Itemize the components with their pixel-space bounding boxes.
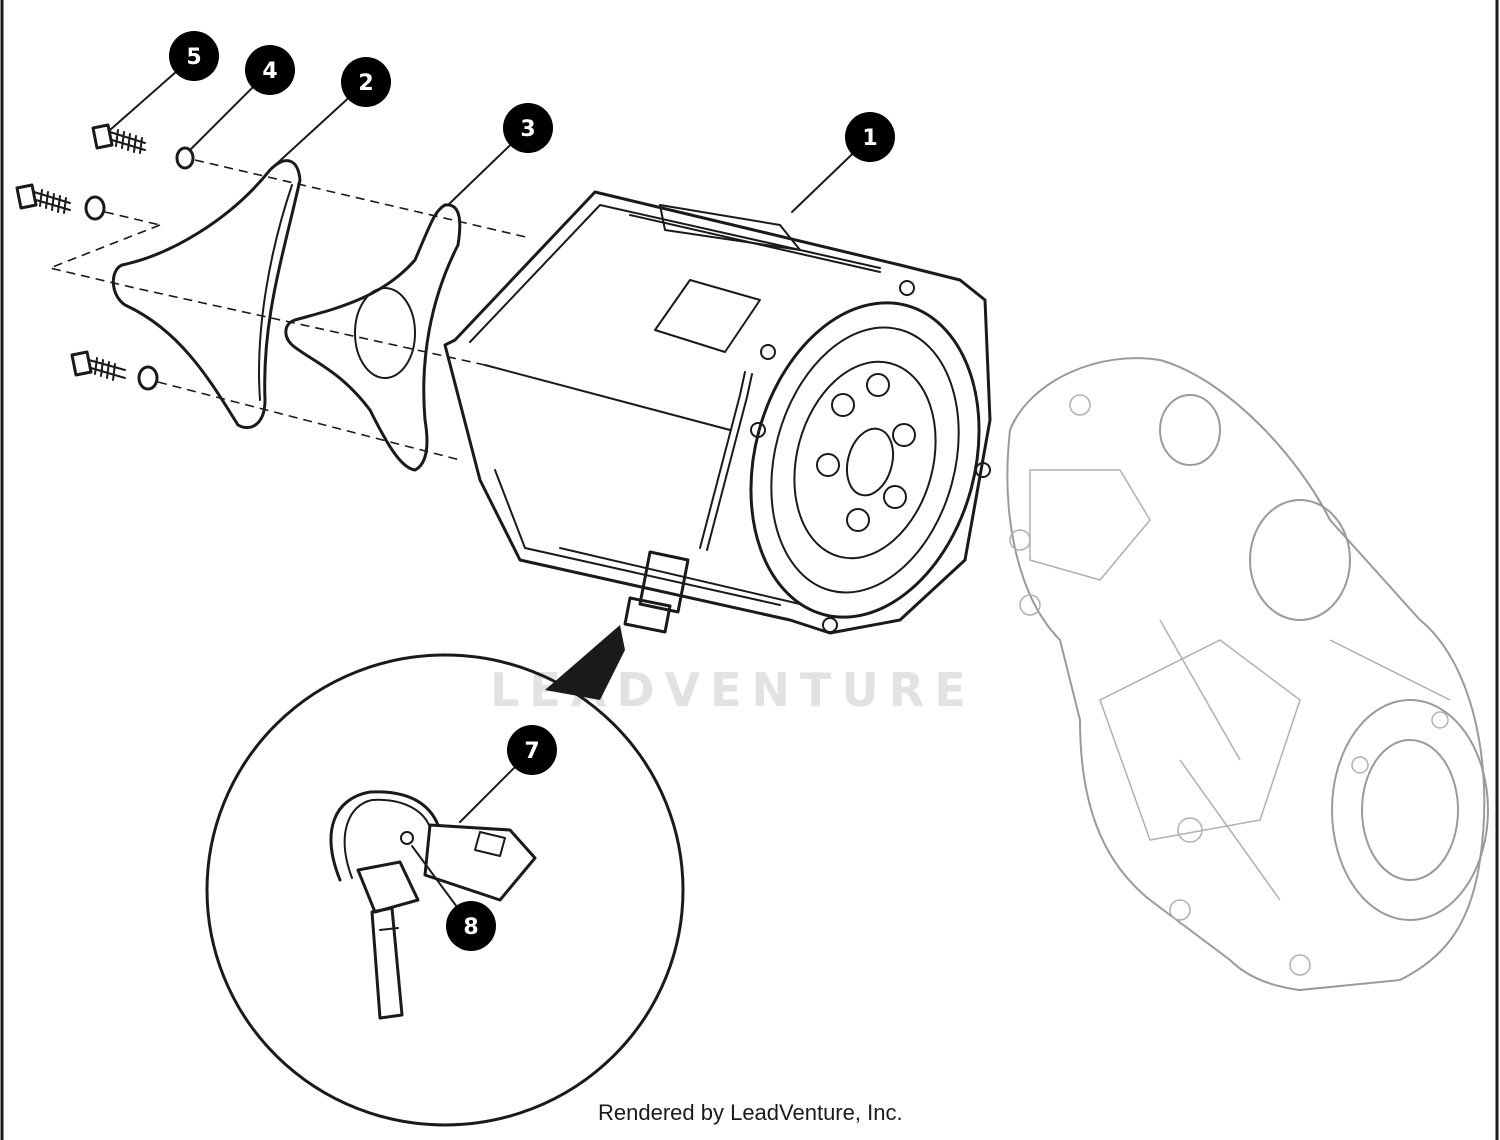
callout-label: 3 <box>520 117 535 142</box>
callout-circle <box>446 901 496 951</box>
callout-circle <box>169 31 219 81</box>
callout-label: 1 <box>862 126 877 151</box>
callout-label: 8 <box>463 915 478 940</box>
bracket-part-2 <box>111 159 302 430</box>
gasket-part-3 <box>284 203 462 472</box>
callout-circle <box>845 112 895 162</box>
callout-circle <box>503 103 553 153</box>
callout-1: 1 <box>845 112 895 162</box>
assembly-guide-lines <box>47 159 531 461</box>
callout-circle <box>341 57 391 107</box>
callout-2: 2 <box>341 57 391 107</box>
callout-label: 5 <box>186 45 201 70</box>
callout-3: 3 <box>503 103 553 153</box>
callout-circle <box>245 45 295 95</box>
callout-8: 8 <box>446 901 496 951</box>
sensor-detail-view <box>205 625 685 1127</box>
detail-pointer <box>545 625 625 700</box>
fastener-group <box>15 123 195 391</box>
callout-label: 4 <box>262 59 277 84</box>
callout-label: 7 <box>524 739 539 764</box>
callout-4: 4 <box>245 45 295 95</box>
callout-circle <box>507 725 557 775</box>
callout-label: 2 <box>358 71 373 96</box>
transaxle-ghost <box>1006 357 1489 991</box>
callout-7: 7 <box>507 725 557 775</box>
motor-assembly <box>443 190 992 635</box>
callout-5: 5 <box>169 31 219 81</box>
callout-leaders <box>109 55 871 927</box>
rendered-by-footer: Rendered by LeadVenture, Inc. <box>598 1100 903 1125</box>
